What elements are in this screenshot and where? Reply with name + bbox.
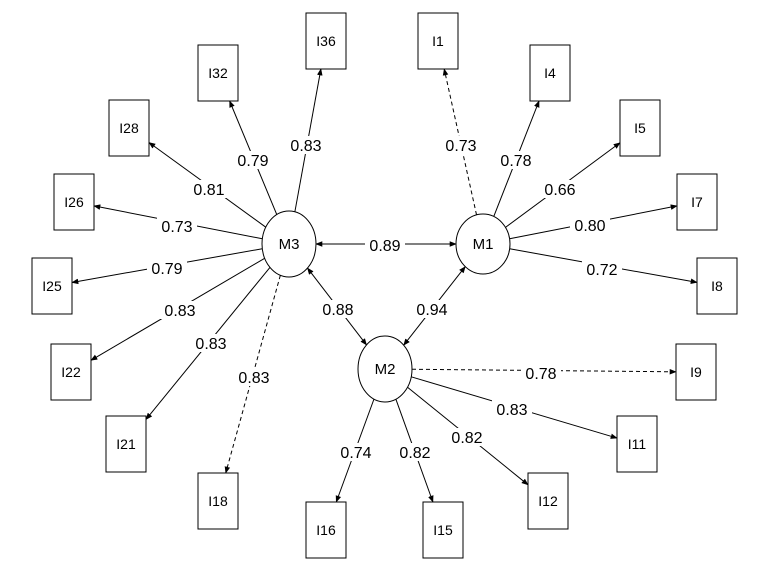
indicator-i28: I28 <box>108 99 150 157</box>
loading-label-i7: 0.80 <box>570 216 610 235</box>
indicator-label: I9 <box>690 364 702 380</box>
loading-label-i22: 0.83 <box>160 301 200 320</box>
indicator-i4: I4 <box>529 44 571 102</box>
indicator-i21: I21 <box>105 415 147 473</box>
loading-label-i8: 0.72 <box>582 260 622 279</box>
svg-text:0.83: 0.83 <box>496 402 527 419</box>
loading-label-i16: 0.74 <box>336 443 376 462</box>
indicator-i9: I9 <box>675 343 717 401</box>
svg-text:0.73: 0.73 <box>161 219 192 236</box>
svg-text:0.82: 0.82 <box>399 445 430 462</box>
indicator-label: I1 <box>432 33 444 49</box>
indicator-i1: I1 <box>417 12 459 70</box>
svg-text:0.89: 0.89 <box>369 238 400 255</box>
svg-text:0.78: 0.78 <box>525 366 556 383</box>
loading-arrow-m1-i1 <box>442 68 478 215</box>
indicator-label: I32 <box>208 65 228 81</box>
indicator-i8: I8 <box>696 257 738 315</box>
svg-text:0.78: 0.78 <box>500 153 531 170</box>
indicator-label: I28 <box>119 120 139 136</box>
loading-label-i21: 0.83 <box>191 334 231 353</box>
indicator-i25: I25 <box>31 257 73 315</box>
factor-label: M2 <box>375 361 396 378</box>
loading-label-i32: 0.79 <box>233 151 273 170</box>
factor-label: M1 <box>473 236 494 253</box>
labels-layer: 0.73 0.78 0.66 0.80 0.72 0.78 0.83 0.82 0.82 0.74… <box>147 136 622 462</box>
loading-label-i5: 0.66 <box>540 180 580 199</box>
factor-m2: M2 <box>357 335 413 403</box>
indicator-label: I4 <box>544 65 556 81</box>
factor-m1: M1 <box>455 213 511 275</box>
loading-label-i26: 0.73 <box>157 217 197 236</box>
loading-label-i1: 0.73 <box>441 136 481 155</box>
svg-text:0.79: 0.79 <box>151 261 182 278</box>
indicator-i7: I7 <box>676 173 718 231</box>
indicator-label: I11 <box>628 436 647 452</box>
indicator-i18: I18 <box>197 472 239 530</box>
svg-text:0.83: 0.83 <box>164 303 195 320</box>
indicator-label: I18 <box>208 493 228 509</box>
svg-text:0.73: 0.73 <box>445 138 476 155</box>
indicator-i32: I32 <box>197 44 239 102</box>
loading-label-i28: 0.81 <box>189 180 229 199</box>
loading-arrow-m2-i9 <box>411 368 677 375</box>
indicator-i5: I5 <box>619 99 661 157</box>
edges-layer <box>71 68 698 503</box>
indicator-i11: I11 <box>616 415 658 473</box>
svg-text:0.79: 0.79 <box>237 153 268 170</box>
svg-text:0.83: 0.83 <box>238 370 269 387</box>
indicator-label: I12 <box>538 493 558 509</box>
indicator-label: I25 <box>42 278 62 294</box>
indicator-i12: I12 <box>527 472 569 530</box>
svg-text:0.83: 0.83 <box>195 336 226 353</box>
correlation-label-m3-m2: 0.88 <box>318 300 358 319</box>
factor-m3: M3 <box>261 210 317 278</box>
svg-text:0.80: 0.80 <box>574 218 605 235</box>
loading-label-i15: 0.82 <box>395 443 435 462</box>
indicator-label: I8 <box>711 278 723 294</box>
indicator-label: I16 <box>316 522 336 538</box>
indicator-i15: I15 <box>422 501 464 559</box>
indicator-label: I5 <box>634 120 646 136</box>
loading-label-i4: 0.78 <box>496 151 536 170</box>
indicator-label: I15 <box>433 522 453 538</box>
loading-label-i25: 0.79 <box>147 259 187 278</box>
loading-label-i18: 0.83 <box>234 368 274 387</box>
factor-label: M3 <box>279 236 300 253</box>
svg-text:0.82: 0.82 <box>451 430 482 447</box>
correlation-label-m3-m1: 0.89 <box>365 236 405 255</box>
svg-text:0.94: 0.94 <box>416 302 447 319</box>
loading-label-i11: 0.83 <box>492 400 532 419</box>
loading-label-i9: 0.78 <box>521 364 561 383</box>
indicator-i36: I36 <box>305 12 347 70</box>
indicator-i26: I26 <box>53 173 95 231</box>
svg-text:0.88: 0.88 <box>322 302 353 319</box>
svg-text:0.74: 0.74 <box>340 445 371 462</box>
indicator-i16: I16 <box>305 501 347 559</box>
loading-label-i36: 0.83 <box>286 136 326 155</box>
indicator-i22: I22 <box>50 343 92 401</box>
indicator-label: I7 <box>691 194 703 210</box>
indicator-label: I26 <box>64 194 84 210</box>
loading-label-i12: 0.82 <box>447 428 487 447</box>
svg-text:0.83: 0.83 <box>290 138 321 155</box>
indicator-label: I22 <box>61 364 81 380</box>
svg-text:0.81: 0.81 <box>193 182 224 199</box>
loading-arrow-m3-i18 <box>224 275 281 474</box>
svg-text:0.72: 0.72 <box>586 262 617 279</box>
indicator-label: I21 <box>116 436 136 452</box>
correlation-label-m2-m1: 0.94 <box>412 300 452 319</box>
indicator-label: I36 <box>316 33 336 49</box>
svg-text:0.66: 0.66 <box>544 182 575 199</box>
